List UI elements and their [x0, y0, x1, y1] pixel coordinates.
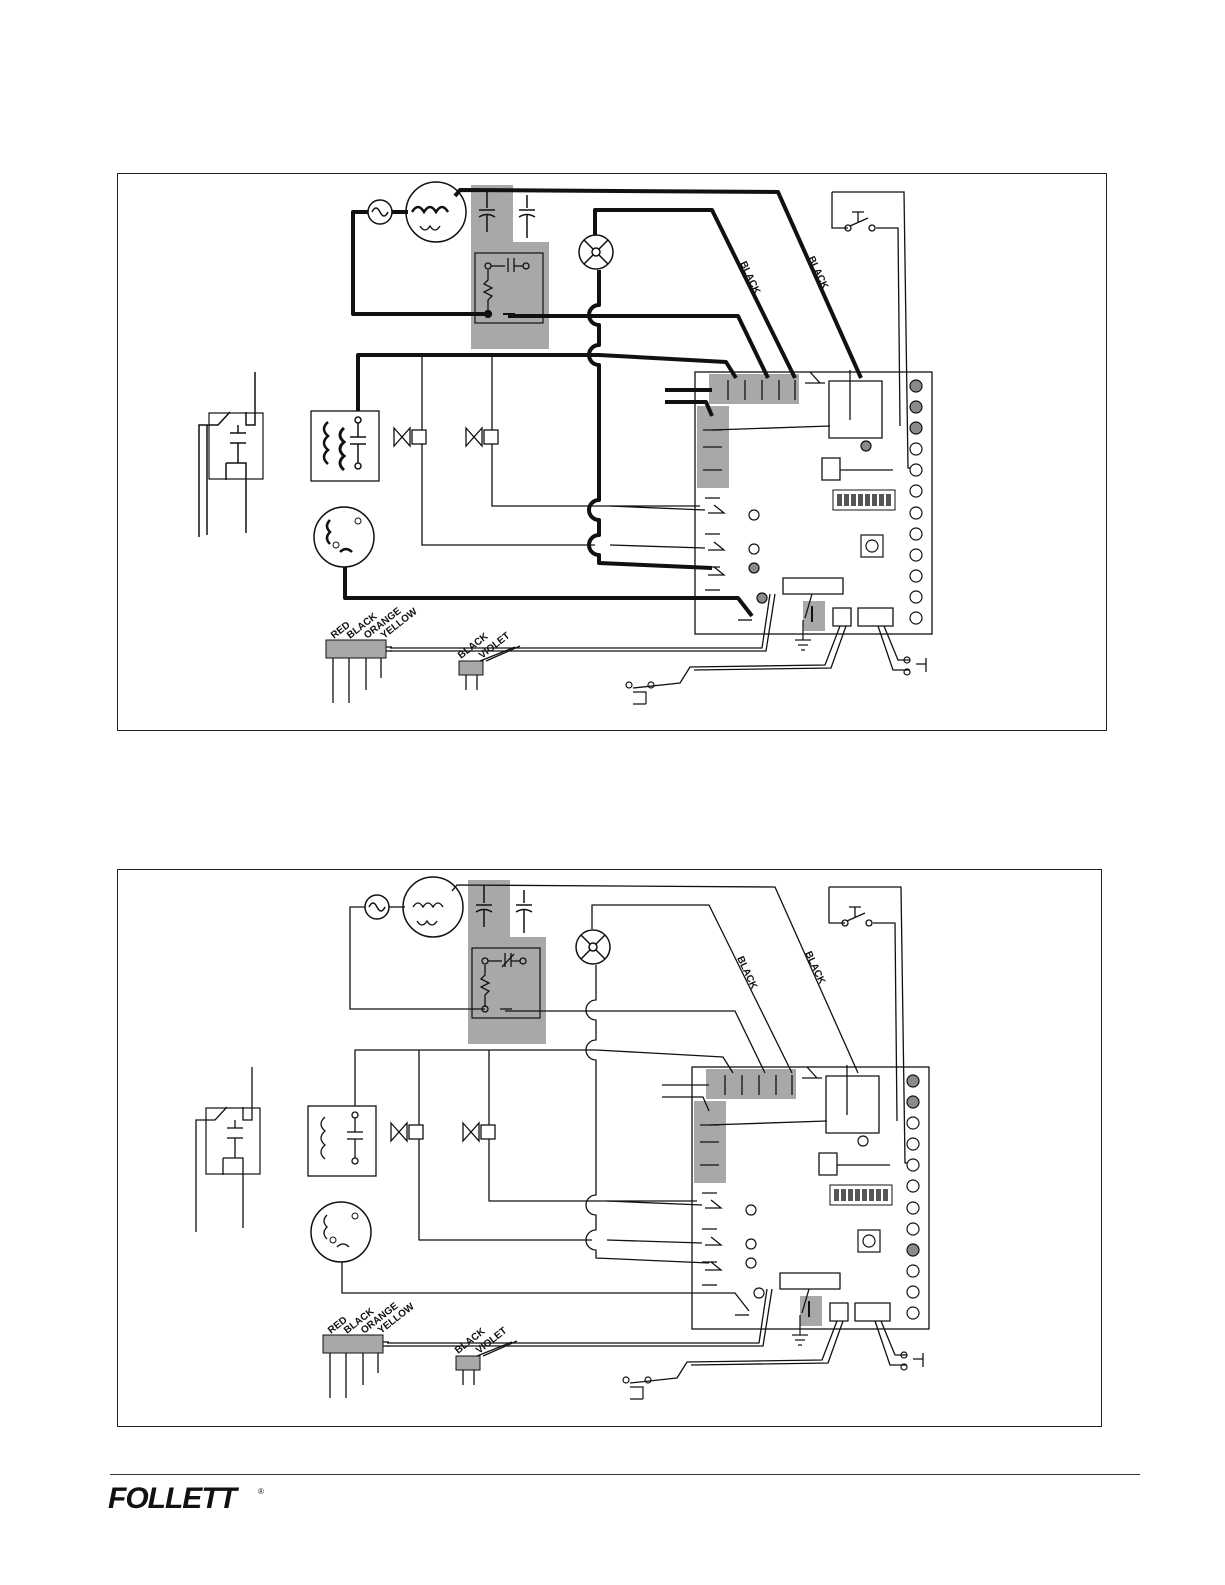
brand-logo: FOLLETT [108, 1482, 240, 1515]
registered-mark: ® [258, 1487, 264, 1496]
